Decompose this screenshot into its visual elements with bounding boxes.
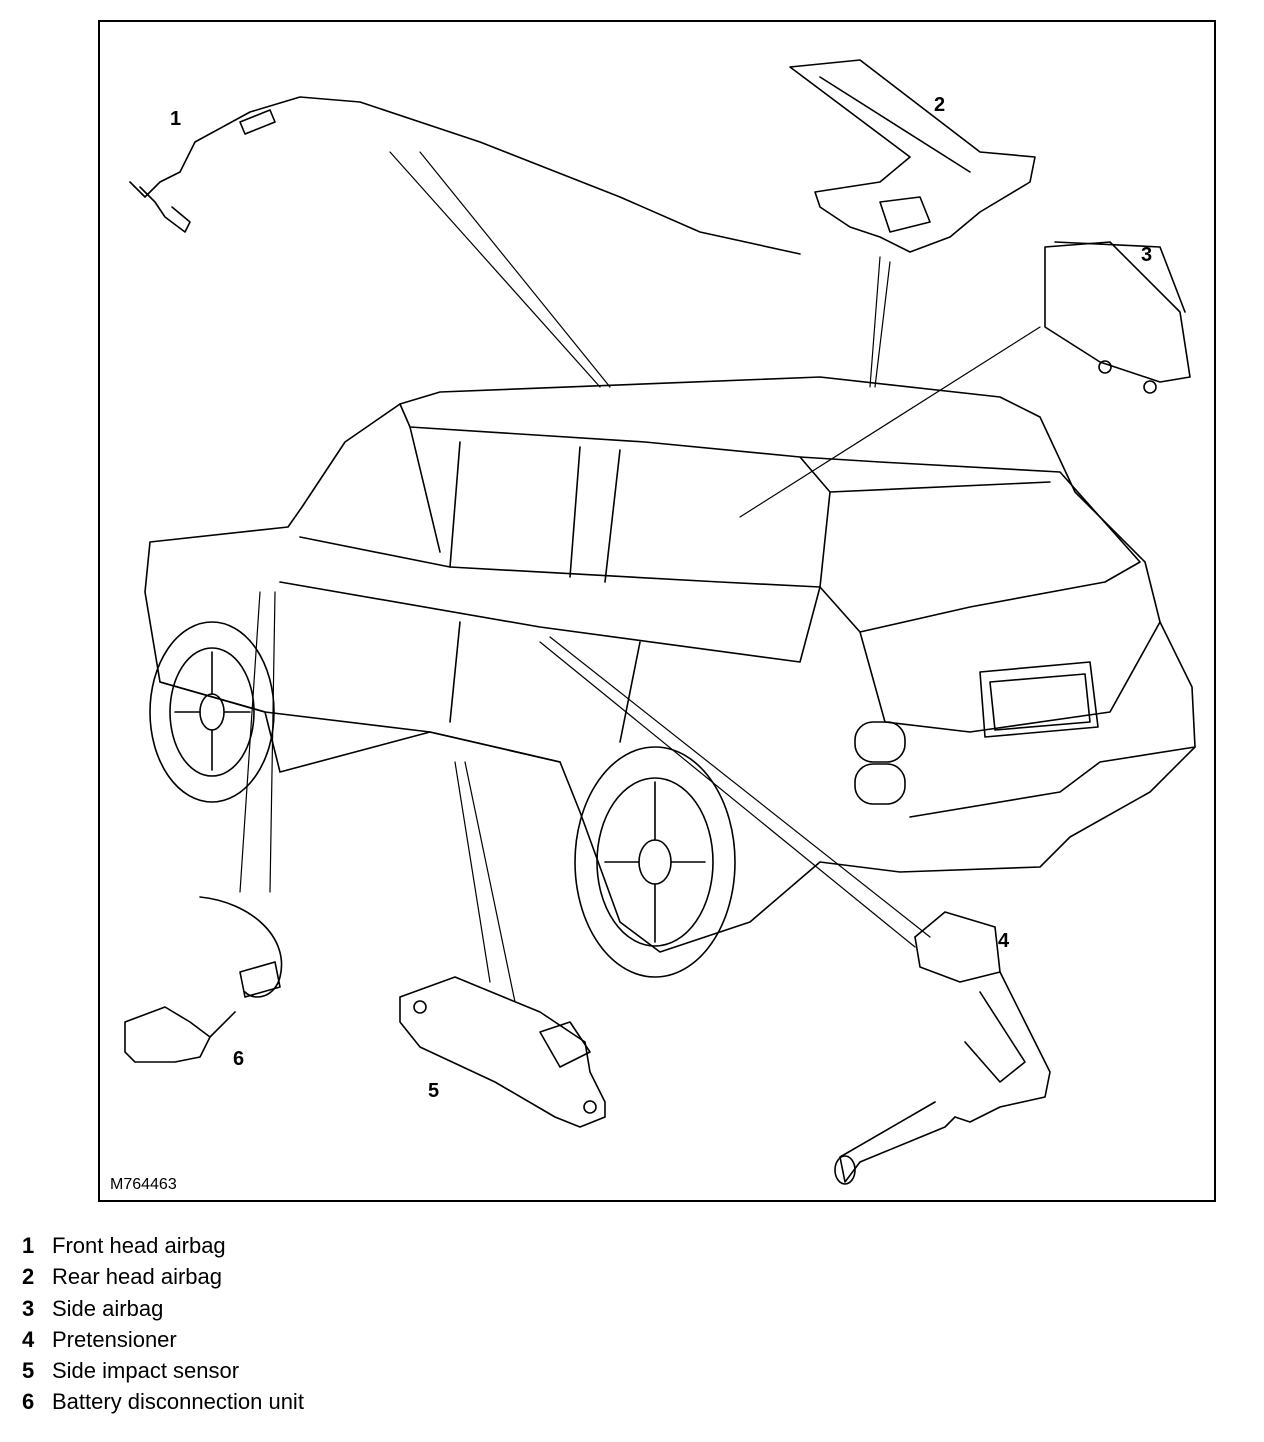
legend-label: Side impact sensor: [52, 1358, 240, 1384]
legend-label: Rear head airbag: [52, 1264, 223, 1290]
legend-number: 2: [22, 1264, 35, 1290]
callout-3: 3: [1141, 244, 1153, 266]
front-head-airbag: [129, 96, 801, 255]
leader-lines: [239, 151, 1041, 1003]
legend-number: 4: [22, 1326, 35, 1352]
legend-number: 5: [22, 1358, 35, 1384]
figure-reference: M764463: [110, 1176, 177, 1193]
legend-number: 6: [22, 1389, 35, 1415]
callout-4: 4: [998, 930, 1010, 952]
legend-item: 4 Pretensioner: [22, 1324, 304, 1355]
legend-item: 3 Side airbag: [22, 1293, 304, 1324]
side-airbag: [1044, 241, 1191, 394]
legend-label: Side airbag: [52, 1295, 164, 1321]
legend-number: 1: [22, 1233, 35, 1258]
legend-label: Pretensioner: [52, 1326, 177, 1352]
vehicle-illustration: [124, 59, 1196, 1185]
battery-disconnection-unit: [124, 896, 283, 1063]
legend-label: Battery disconnection unit: [52, 1389, 304, 1415]
legend-item: 2 Rear head airbag: [22, 1261, 304, 1292]
legend-number: 3: [22, 1295, 35, 1321]
vehicle-body: [144, 376, 1196, 953]
legend-item: 1 Front head airbag: [22, 1230, 304, 1261]
callout-5: 5: [428, 1080, 440, 1102]
callout-1: 1: [170, 108, 182, 130]
callout-2: 2: [934, 94, 946, 116]
legend-item: 5 Side impact sensor: [22, 1355, 304, 1386]
callout-6: 6: [233, 1048, 245, 1070]
side-impact-sensor: [399, 976, 606, 1128]
wheels: [149, 621, 736, 978]
pretensioner: [834, 911, 1051, 1185]
rear-head-airbag: [789, 59, 1036, 253]
legend-item: 6 Battery disconnection unit: [22, 1386, 304, 1417]
legend-label: Front head airbag: [52, 1233, 226, 1258]
diagram-frame: 1 2 3 4 5 6 M764463: [98, 20, 1216, 1202]
